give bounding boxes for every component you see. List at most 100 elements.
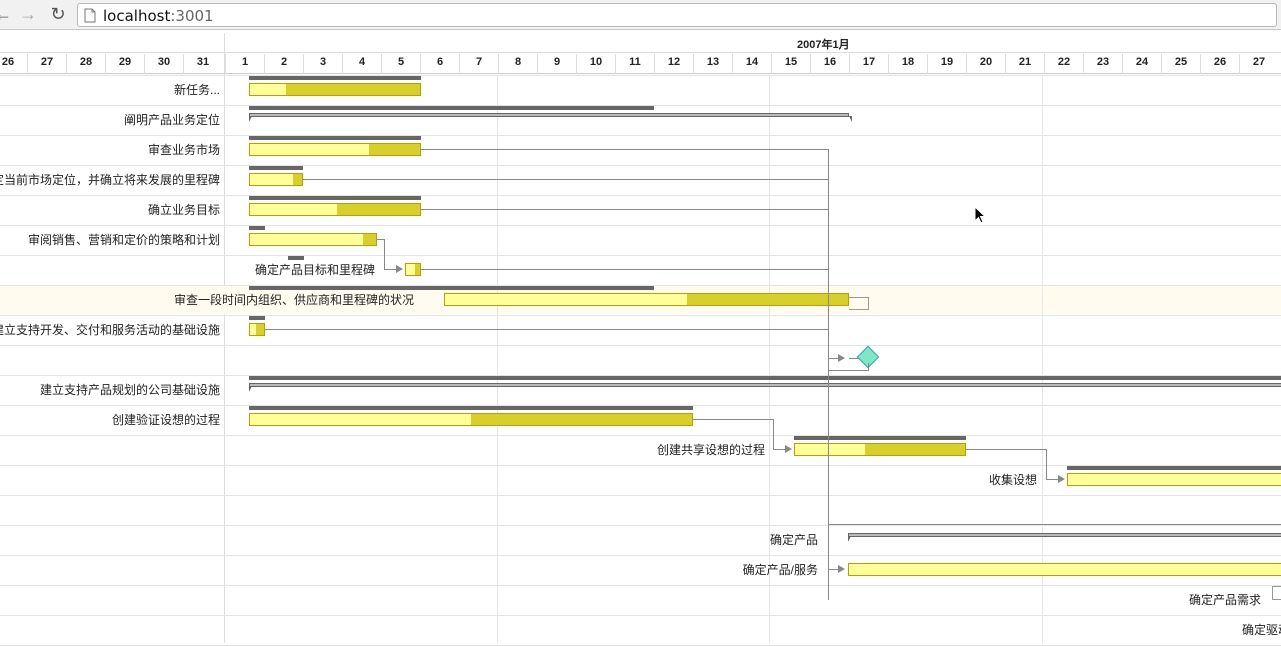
dependency-line <box>773 449 785 450</box>
task-label[interactable]: 确定产品/服务 <box>742 563 818 577</box>
task-label[interactable]: 创建验证设想的过程 <box>111 413 220 427</box>
header-bottom-line <box>0 73 1281 74</box>
day-header: 26 <box>0 54 27 74</box>
summary-progress-bar <box>249 376 1281 380</box>
row-divider <box>0 255 1281 256</box>
dependency-line <box>849 358 859 359</box>
day-header: 30 <box>144 54 183 74</box>
day-header: 13 <box>693 54 732 74</box>
task-label[interactable]: 审阅销售、营销和定价的策略和计划 <box>27 233 220 247</box>
summary-bracket <box>846 116 852 122</box>
task-progress-fill <box>363 234 376 245</box>
summary-progress-bar <box>249 406 693 410</box>
summary-progress-bar <box>1067 466 1281 470</box>
task-label[interactable]: 确定产品目标和里程碑 <box>254 263 375 277</box>
row-divider <box>0 585 1281 586</box>
day-header: 2 <box>264 54 303 74</box>
day-header: 6 <box>420 54 459 74</box>
task-label[interactable]: 确定驱动 <box>1241 623 1281 637</box>
header-divider <box>0 52 1281 53</box>
summary-progress-bar <box>794 436 966 440</box>
task-bar[interactable] <box>249 233 377 246</box>
task-label[interactable]: 建立支持开发、交付和服务活动的基础设施 <box>0 323 220 337</box>
reload-icon[interactable]: ↻ <box>50 4 66 24</box>
day-header: 5 <box>381 54 420 74</box>
summary-progress-bar <box>249 106 654 110</box>
task-bar[interactable] <box>444 293 849 306</box>
dependency-line <box>377 239 385 240</box>
task-bar[interactable] <box>249 413 693 426</box>
task-label[interactable]: 确定产品 <box>769 533 818 547</box>
week-gridline <box>497 75 498 643</box>
task-bar[interactable] <box>794 443 966 456</box>
dependency-line <box>1046 449 1047 479</box>
row-divider <box>0 615 1281 616</box>
dependency-line <box>773 419 774 449</box>
summary-progress-bar <box>249 196 421 200</box>
row-divider <box>0 525 1281 526</box>
task-label[interactable]: 审查业务市场 <box>147 143 220 157</box>
dependency-line <box>868 363 869 371</box>
task-bar[interactable] <box>249 143 421 156</box>
summary-bar[interactable] <box>249 383 1281 387</box>
day-header: 19 <box>927 54 966 74</box>
day-header: 4 <box>342 54 381 74</box>
task-bar[interactable] <box>249 203 421 216</box>
task-label[interactable]: 确定产品需求 <box>1188 593 1261 607</box>
day-header: 27 <box>27 54 66 74</box>
day-header: 21 <box>1005 54 1044 74</box>
dependency-line <box>421 149 829 150</box>
dependency-line <box>384 269 396 270</box>
dependency-line <box>828 370 829 600</box>
row-divider <box>0 315 1281 316</box>
task-bar[interactable] <box>848 563 1281 576</box>
day-header: 24 <box>1122 54 1161 74</box>
dependency-arrow-icon <box>838 354 845 362</box>
task-label[interactable]: 审查一段时间内组织、供应商和里程碑的状况 <box>173 293 414 307</box>
task-bar[interactable] <box>1067 473 1281 486</box>
task-bar[interactable] <box>249 83 421 96</box>
arrow-right-icon[interactable]: → <box>19 4 37 24</box>
day-header: 9 <box>537 54 576 74</box>
task-progress-fill <box>686 294 848 305</box>
task-label[interactable]: 收集设想 <box>988 473 1037 487</box>
task-label[interactable]: 创建共享设想的过程 <box>656 443 765 457</box>
row-divider <box>0 135 1281 136</box>
task-progress-fill <box>292 174 302 185</box>
summary-bracket <box>249 116 255 122</box>
dependency-line <box>1046 479 1058 480</box>
task-bar[interactable] <box>405 263 421 276</box>
task-bar[interactable] <box>249 173 303 186</box>
task-label[interactable]: 阐明产品业务定位 <box>123 113 220 127</box>
day-header: 26 <box>1200 54 1239 74</box>
address-bar[interactable]: localhost:3001 <box>77 3 1277 27</box>
summary-progress-bar <box>249 136 421 140</box>
page-icon <box>84 8 96 23</box>
task-label[interactable]: 新任务... <box>173 83 220 97</box>
arrow-left-icon[interactable]: ← <box>0 4 12 24</box>
row-divider <box>0 105 1281 106</box>
summary-bar[interactable] <box>249 113 849 117</box>
dependency-arrow-icon <box>838 565 845 573</box>
task-label[interactable]: 确立业务目标 <box>147 203 220 217</box>
task-label[interactable]: 定当前市场定位，并确立将来发展的里程碑 <box>0 173 220 187</box>
week-gridline <box>769 75 770 643</box>
summary-progress-bar <box>249 76 421 80</box>
day-header: 10 <box>576 54 615 74</box>
task-bar[interactable] <box>249 323 265 336</box>
dependency-line <box>828 524 1281 525</box>
url-host: localhost <box>103 7 171 25</box>
row-divider <box>0 195 1281 196</box>
summary-bar[interactable] <box>848 533 1281 537</box>
row-divider <box>0 345 1281 346</box>
dependency-line <box>828 149 829 445</box>
task-label[interactable]: 建立支持产品规划的公司基础设施 <box>39 383 220 397</box>
dependency-line <box>693 419 774 420</box>
day-header: 14 <box>732 54 771 74</box>
week-gridline <box>1042 75 1043 643</box>
day-header: 8 <box>498 54 537 74</box>
url-port: :3001 <box>170 7 214 25</box>
task-bar-partial <box>1272 586 1281 600</box>
month-divider <box>224 33 225 643</box>
